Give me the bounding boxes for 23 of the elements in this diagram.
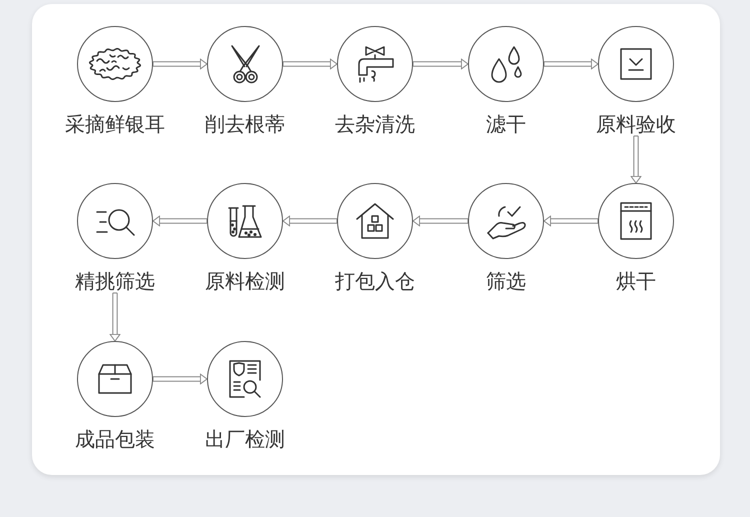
step-label: 采摘鲜银耳 — [65, 112, 165, 136]
arrow — [544, 58, 598, 70]
arrow — [152, 216, 208, 226]
step-label: 烘干 — [616, 269, 656, 293]
arrow — [110, 292, 120, 342]
arrow — [412, 216, 468, 226]
arrow — [152, 58, 208, 70]
step-label: 筛选 — [486, 269, 526, 293]
step-label: 原料验收 — [596, 112, 676, 136]
arrow — [412, 58, 468, 70]
arrow — [282, 58, 338, 70]
arrow — [630, 136, 642, 184]
step-label: 去杂清洗 — [335, 112, 415, 136]
arrow — [544, 216, 598, 226]
step-label: 削去根蒂 — [205, 112, 285, 136]
arrow — [282, 216, 338, 226]
step-label: 滤干 — [486, 112, 526, 136]
step-label: 成品包装 — [75, 427, 155, 451]
step-label: 打包入仓 — [335, 269, 415, 293]
arrow — [152, 374, 208, 384]
step-label: 原料检测 — [205, 269, 285, 293]
step-label: 精挑筛选 — [75, 269, 155, 293]
step-label: 出厂检测 — [205, 427, 285, 451]
